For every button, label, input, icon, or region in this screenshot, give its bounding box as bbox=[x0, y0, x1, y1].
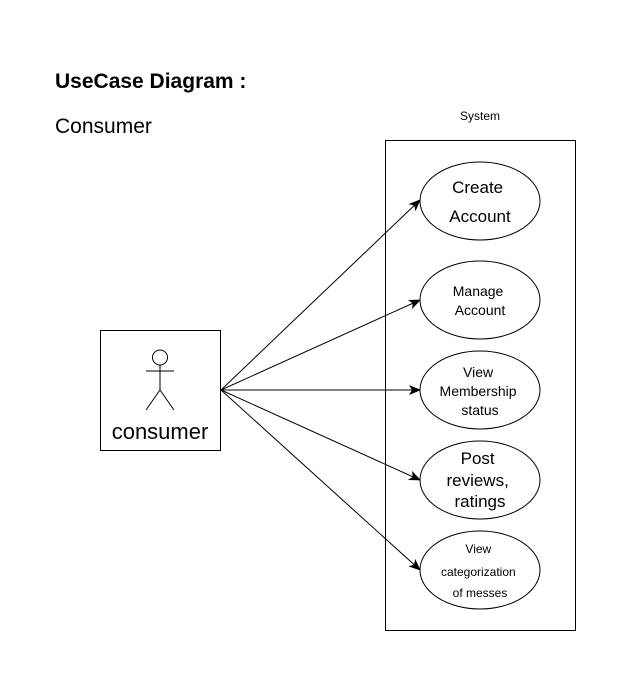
actor-consumer: consumer bbox=[100, 330, 221, 451]
usecase-view-categorization: View categorization of messes bbox=[419, 530, 541, 610]
associations bbox=[220, 199, 421, 571]
association-arrow-categorization bbox=[220, 389, 421, 571]
association-arrow-manage-account bbox=[220, 299, 421, 391]
system-label: System bbox=[460, 109, 500, 123]
association-arrow-create-account bbox=[220, 199, 421, 391]
association-arrow-post-reviews bbox=[220, 389, 421, 481]
system-boundary bbox=[385, 140, 576, 631]
diagram-title: UseCase Diagram : bbox=[55, 70, 246, 93]
usecase-create-account: Create Account bbox=[419, 161, 541, 241]
usecase-post-reviews-ratings: Post reviews, ratings bbox=[419, 440, 541, 520]
usecase-manage-account: Manage Account bbox=[419, 260, 541, 340]
usecase-label: View categorization of messes bbox=[441, 542, 519, 600]
usecase-label: Create Account bbox=[449, 178, 511, 226]
actor-label: consumer bbox=[112, 419, 209, 444]
usecase-label: View Membership status bbox=[440, 364, 521, 418]
stick-figure-icon bbox=[145, 349, 175, 411]
usecase-view-membership-status: View Membership status bbox=[419, 350, 541, 430]
diagram-subtitle: Consumer bbox=[55, 115, 152, 138]
usecase-label: Post reviews, ratings bbox=[446, 449, 513, 511]
usecase-label: Manage Account bbox=[453, 283, 507, 318]
